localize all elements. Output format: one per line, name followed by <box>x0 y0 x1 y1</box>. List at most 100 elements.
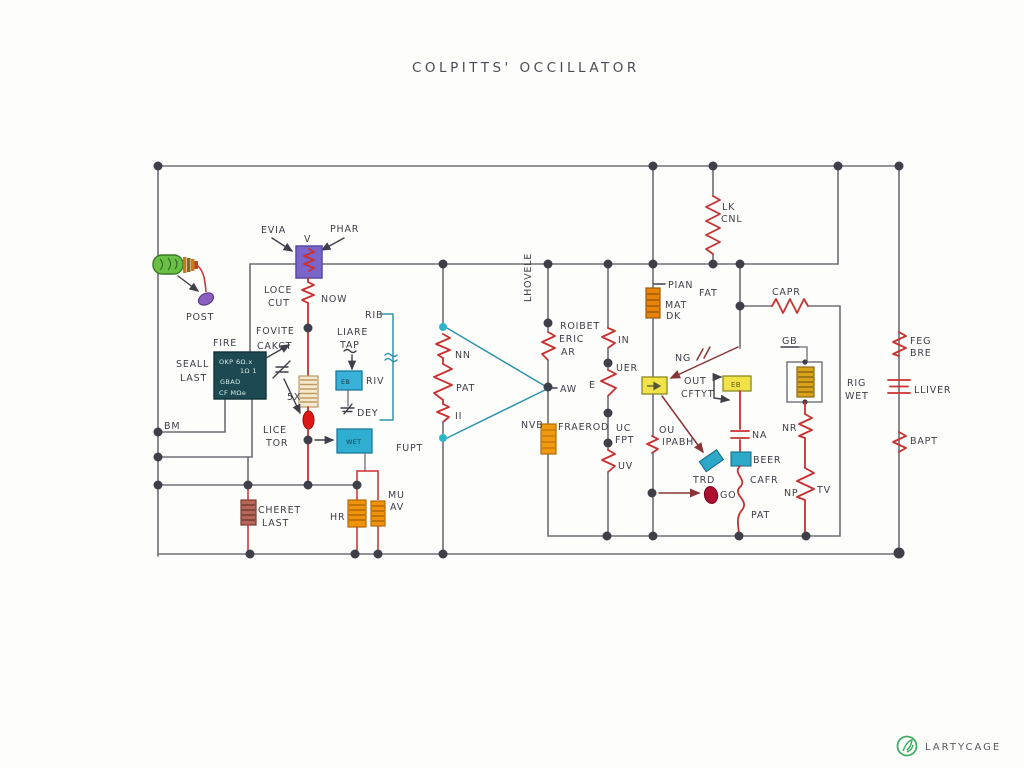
eb-box-text: EB <box>731 381 741 389</box>
label-roibet: ROIBET <box>560 321 600 332</box>
ii-resistor <box>436 403 450 423</box>
label-cnl: CNL <box>721 214 742 225</box>
beer-parallelogram <box>698 449 725 473</box>
bulb-thread-1 <box>183 257 187 273</box>
in-e-uv-chain <box>600 263 617 537</box>
junction-nodes <box>153 161 905 559</box>
eb-bracket-arrow-bottom <box>713 394 731 404</box>
label-cftyt: CFTYT <box>681 389 714 400</box>
label-fire: FIRE <box>213 338 237 349</box>
label-phar: PHAR <box>330 224 359 235</box>
beer-box <box>730 451 752 467</box>
feedback-section <box>705 165 841 537</box>
na-capacitor <box>730 430 750 439</box>
label-in: IN <box>618 335 630 346</box>
label-v: V <box>304 234 311 245</box>
eric-ar-resistor <box>541 331 556 361</box>
labels: POST EVIA PHAR V LOCE CUT NOW FIRE FOVIT… <box>164 202 950 529</box>
label-ar: AR <box>561 347 576 358</box>
label-uv: UV <box>618 461 633 472</box>
label-hr: HR <box>330 512 345 523</box>
ng-diagonal <box>669 346 739 379</box>
right-rail-components <box>887 331 911 453</box>
led-indicator <box>302 410 315 430</box>
trimmer-symbol <box>272 360 291 379</box>
nvb-stripes <box>542 429 555 449</box>
bulb-filament <box>159 257 178 271</box>
label-nvb: NVB <box>521 420 544 431</box>
device-diode-glyph <box>647 381 662 391</box>
cakct-arrow <box>265 344 291 359</box>
label-seall: SEALL <box>176 359 209 370</box>
label-liare: LIARE <box>337 327 368 338</box>
phar-arrow <box>320 237 345 251</box>
label-wet: WET <box>845 391 869 402</box>
wet-coils-branch: WET <box>240 428 386 554</box>
label-fraerod: FRAEROD <box>558 422 609 433</box>
bulb-tip <box>194 261 198 269</box>
bulb-thread-3 <box>191 259 195 271</box>
label-gb: GB <box>782 336 797 347</box>
label-pian: PIAN <box>668 280 693 291</box>
beer-diagonal <box>661 395 704 454</box>
label-mu: MU <box>388 490 405 501</box>
label-tor: TOR <box>265 438 288 449</box>
label-na: NA <box>752 430 767 441</box>
label-last-b: LAST <box>262 518 289 529</box>
ic-text-line1: OKP 6Ω.x <box>219 358 253 366</box>
label-out: OUT <box>684 376 707 387</box>
label-now: NOW <box>321 294 347 305</box>
label-tap: TAP <box>339 340 360 351</box>
wet-box <box>336 428 373 454</box>
nn-resistor <box>435 333 451 359</box>
coil-av-stripes <box>372 505 384 522</box>
label-mat: MAT <box>665 300 687 311</box>
rib-teal-bracket <box>379 313 394 421</box>
bulb-thread-2 <box>187 258 191 272</box>
wet-box-text: WET <box>346 438 361 446</box>
coil-hr <box>347 499 367 528</box>
label-lk: LK <box>722 202 735 213</box>
wire-coils-to-bus <box>356 526 379 554</box>
label-cheret: CHERET <box>258 505 301 516</box>
label-trd: TRD <box>692 475 715 486</box>
nr-resistor <box>798 413 813 439</box>
np-tv-resistor <box>796 467 815 501</box>
e-resistor <box>600 369 617 397</box>
label-go: GO <box>720 490 736 501</box>
mat-dk-stripes <box>647 293 659 313</box>
coil-av <box>370 500 386 527</box>
probe-tip-blob <box>197 292 215 306</box>
wire-bulb-to-probe <box>197 265 207 293</box>
cafr-pat-squiggle <box>736 465 745 537</box>
divider-chain <box>433 263 546 555</box>
evia-arrow <box>271 237 294 252</box>
capr-resistor <box>771 298 809 314</box>
ic-box <box>213 351 267 400</box>
label-ng: NG <box>675 353 691 364</box>
riv-box <box>335 370 363 391</box>
wire-stub-432 <box>157 397 226 433</box>
label-bre: BRE <box>910 348 932 359</box>
label-bapt: BAPT <box>910 436 938 447</box>
mat-dk-component <box>645 287 661 319</box>
trimmer-arrow <box>283 378 301 415</box>
label-tv: TV <box>816 485 831 496</box>
label-loce: LOCE <box>264 285 292 296</box>
label-lhovele: LHOVELE <box>523 253 534 302</box>
logo-text: LARTYCAGE <box>925 742 1001 753</box>
label-ii: II <box>455 411 462 422</box>
label-capr: CAPR <box>772 287 801 298</box>
label-cut: CUT <box>268 298 290 309</box>
output-section: EB <box>661 263 752 537</box>
logo-leaf-veins <box>902 739 914 753</box>
gb-elbow <box>798 346 808 363</box>
label-feg: FEG <box>910 336 931 347</box>
purple-inductor-branch <box>271 237 345 486</box>
tan-coil-stripes <box>300 379 317 403</box>
in-resistor <box>601 327 616 349</box>
bulb-component <box>152 254 215 306</box>
purple-inductor-box <box>295 245 323 279</box>
label-cakct: CAKCT <box>257 341 292 352</box>
